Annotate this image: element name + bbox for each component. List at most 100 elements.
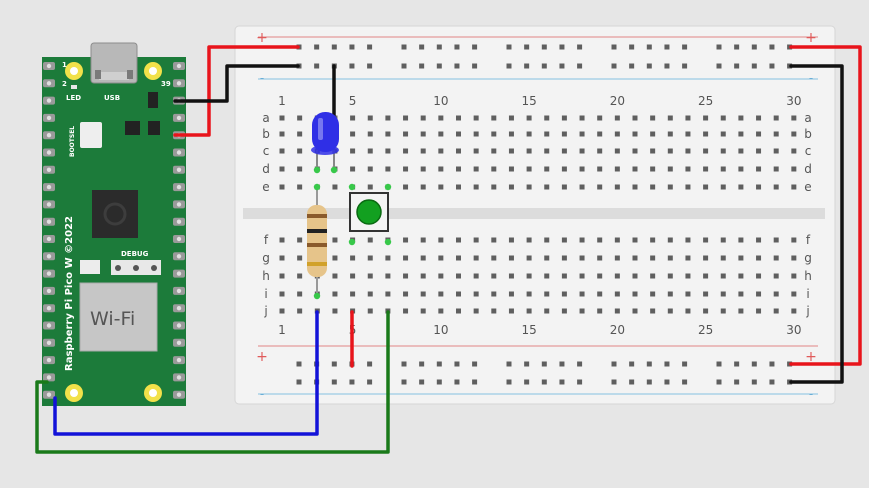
breadboard-hole [526, 184, 532, 190]
row-label: b [804, 127, 812, 141]
breadboard-hole [773, 148, 779, 154]
breadboard-hole [650, 115, 656, 121]
rail-hole [524, 379, 530, 385]
connection-marker [348, 183, 356, 191]
breadboard-hole [367, 255, 373, 261]
breadboard-hole [756, 166, 762, 172]
onboard-led-icon [71, 85, 77, 89]
breadboard-hole [738, 237, 744, 243]
breadboard-hole [403, 148, 409, 154]
breadboard-hole [544, 237, 550, 243]
breadboard-hole [579, 148, 585, 154]
breadboard-hole [544, 131, 550, 137]
breadboard-hole [756, 273, 762, 279]
breadboard-hole [526, 308, 532, 314]
bootsel-button[interactable] [80, 122, 102, 148]
breadboard-hole [720, 291, 726, 297]
breadboard-hole [438, 255, 444, 261]
breadboard-hole [420, 184, 426, 190]
rail-hole [716, 63, 722, 69]
rail-hole [769, 379, 775, 385]
breadboard-hole [297, 166, 303, 172]
breadboard-hole [508, 115, 514, 121]
breadboard-hole [667, 115, 673, 121]
breadboard-hole [650, 237, 656, 243]
breadboard-hole [632, 237, 638, 243]
breadboard-hole [614, 166, 620, 172]
breadboard-hole [332, 291, 338, 297]
breadboard-hole [756, 115, 762, 121]
black-wire-rail-bridge[interactable] [789, 64, 844, 384]
breadboard-hole [508, 148, 514, 154]
breadboard-hole [561, 115, 567, 121]
rail-hole [349, 63, 355, 69]
breadboard-hole [385, 148, 391, 154]
breadboard-hole [667, 308, 673, 314]
led-bulb-icon [312, 112, 339, 152]
breadboard-hole [597, 184, 603, 190]
breadboard-hole [756, 184, 762, 190]
rail-hole [716, 44, 722, 50]
breadboard-hole [791, 237, 797, 243]
led-component[interactable] [311, 112, 339, 170]
breadboard-hole [279, 115, 285, 121]
breadboard-holes [279, 44, 797, 385]
button-cap-icon [356, 199, 382, 225]
breadboard-hole [738, 148, 744, 154]
breadboard-hole [491, 273, 497, 279]
pushbutton-component[interactable] [349, 192, 389, 232]
breadboard-hole [703, 184, 709, 190]
breadboard-hole [367, 184, 373, 190]
red-wire-pico-to-rail[interactable] [173, 45, 300, 137]
breadboard-hole [420, 148, 426, 154]
breadboard-hole [491, 291, 497, 297]
rail-hole [734, 44, 740, 50]
column-label: 25 [698, 323, 713, 337]
breadboard-hole [385, 291, 391, 297]
connection-marker [384, 238, 392, 246]
breadboard-hole [491, 166, 497, 172]
breadboard-hole [420, 308, 426, 314]
wifi-module [79, 282, 158, 352]
breadboard-hole [438, 308, 444, 314]
resistor-component[interactable] [307, 188, 327, 296]
green-wire-button-to-pico[interactable] [35, 310, 390, 454]
black-wire-pico-to-rail[interactable] [173, 64, 300, 103]
breadboard-hole [526, 255, 532, 261]
breadboard-hole [756, 148, 762, 154]
row-label: f [806, 233, 811, 247]
breadboard-hole [650, 273, 656, 279]
breadboard-hole [473, 237, 479, 243]
breadboard-hole [773, 184, 779, 190]
rail-hole [331, 44, 337, 50]
breadboard-hole [614, 115, 620, 121]
breadboard-hole [297, 115, 303, 121]
breadboard-hole [367, 308, 373, 314]
rail-hole [646, 44, 652, 50]
breadboard-hole [508, 237, 514, 243]
breadboard-hole [667, 166, 673, 172]
rail-hole [314, 44, 320, 50]
rp2040-chip [92, 190, 138, 238]
red-wire-rail-bridge[interactable] [789, 45, 862, 366]
breadboard-hole [385, 273, 391, 279]
rail-hole [331, 379, 337, 385]
breadboard-hole [738, 166, 744, 172]
rail-hole [664, 379, 670, 385]
breadboard-hole [297, 131, 303, 137]
rail-hole [559, 44, 565, 50]
rail-hole [419, 379, 425, 385]
rail-hole [629, 361, 635, 367]
breadboard-hole [667, 273, 673, 279]
breadboard-hole [438, 115, 444, 121]
breadboard-hole [791, 115, 797, 121]
rail-hole [769, 361, 775, 367]
breadboard-hole [332, 237, 338, 243]
breadboard-hole [773, 273, 779, 279]
blue-wire-resistor-to-pico[interactable] [53, 310, 319, 436]
breadboard-hole [791, 308, 797, 314]
rail-hole [734, 63, 740, 69]
rail-hole [629, 44, 635, 50]
breadboard-hole [579, 166, 585, 172]
